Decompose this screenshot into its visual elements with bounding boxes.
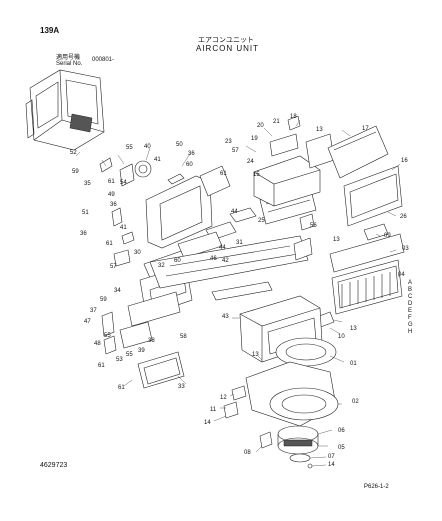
callout-label: 14 [328,462,335,468]
callout-label: 19 [251,136,258,142]
variant-letter: D [408,301,413,307]
callout-label: 55 [126,352,133,358]
callout-label: 24 [247,159,254,165]
callout-label: 06 [338,428,345,434]
callout-label: 26 [400,214,407,220]
callout-label: 21 [273,119,280,125]
callout-label: 07 [328,454,335,460]
callout-label: 13 [333,237,340,243]
callout-label: 44 [219,245,226,251]
serial-label-en: Serial No. [56,61,83,67]
callout-label: 30 [134,250,141,256]
callout-label: 36 [80,231,87,237]
title-japanese: エアコンユニット [198,37,254,44]
callout-label: 10 [338,334,345,340]
callout-label: 42 [222,258,229,264]
callout-label: 58 [180,334,187,340]
callout-label: 05 [338,445,345,451]
page-reference: P626-1-2 [364,484,389,490]
callout-label: 48 [94,341,101,347]
page-number: 139A [40,26,60,35]
variant-letter: C [408,294,413,300]
callout-label: 38 [148,338,155,344]
callout-label: 14 [204,420,211,426]
callout-label: 12 [220,395,227,401]
callout-label: 61 [106,241,113,247]
callout-label: 20 [257,123,264,129]
callout-label: 55 [104,333,111,339]
callout-label: 61 [220,171,227,177]
variant-letter: G [408,322,413,328]
callout-label: 31 [236,240,243,246]
callout-label: 23 [225,139,232,145]
callout-label: 57 [110,264,117,270]
serial-block: 適用号機 Serial No. 000801- [56,55,114,67]
callout-label: 52 [70,150,77,156]
callout-label: 11 [210,407,217,413]
variant-letter: E [408,308,412,314]
callout-label: 18 [290,114,297,120]
callout-label: 02 [352,399,359,405]
callout-label: 39 [138,348,145,354]
callout-label: 61 [118,385,125,391]
callout-label: 59 [100,297,107,303]
callout-label: 60 [174,258,181,264]
callout-label: 41 [120,225,127,231]
callout-label: 34 [114,288,121,294]
blower-assembly [223,295,339,469]
callout-label: 47 [84,319,91,325]
variant-letters: A B C D E F G H [408,280,413,335]
callout-label: 41 [154,157,161,163]
callout-label: 59 [72,169,79,175]
callout-label: 54 [120,180,127,186]
variant-letter: F [408,315,412,321]
callout-label: 35 [84,181,91,187]
right-unit-parts [293,125,405,329]
callout-label: 13 [252,352,259,358]
callout-label: 43 [222,314,229,320]
callout-label: 40 [144,144,151,150]
callout-label: 56 [310,223,317,229]
callout-label: 09 [384,233,391,239]
callout-label: 53 [116,357,123,363]
callout-label: 36 [188,151,195,157]
callout-label: 60 [186,162,193,168]
callout-label: 49 [108,192,115,198]
title-english: AIRCON UNIT [196,44,259,53]
center-duct-parts [149,115,335,301]
callout-label: 61 [108,179,115,185]
callout-label: 61 [98,363,105,369]
callout-labels: 01 02 03 04 05 06 07 08 09 10 11 12 13 1… [70,114,409,468]
callout-label: 55 [126,145,133,151]
document-number: 4629723 [40,462,68,469]
callout-label: 03 [402,246,409,252]
variant-letter: A [408,280,412,286]
callout-label: 25 [258,218,265,224]
callout-label: 17 [362,126,369,132]
callout-label: 32 [158,263,165,269]
variant-letter: B [408,287,412,293]
variant-letter: H [408,329,412,335]
callout-label: 44 [231,209,238,215]
serial-value: 000801- [92,57,115,63]
callout-label: 57 [232,148,239,154]
callout-label: 36 [110,202,117,208]
callout-label: 15 [253,172,260,178]
cab-illustration [25,69,105,151]
callout-label: 37 [90,308,97,314]
callout-label: 16 [401,158,408,164]
callout-label: 08 [244,450,251,456]
callout-label: 01 [350,361,357,367]
callout-label: 33 [178,384,185,390]
serial-label-jp: 適用号機 [56,55,81,61]
callout-label: 13 [316,127,323,133]
callout-label: 51 [82,210,89,216]
callout-label: 50 [176,142,183,148]
leader-lines [75,119,401,467]
callout-label: 04 [398,272,405,278]
callout-label: 13 [350,326,357,332]
callout-label: 46 [210,256,217,262]
